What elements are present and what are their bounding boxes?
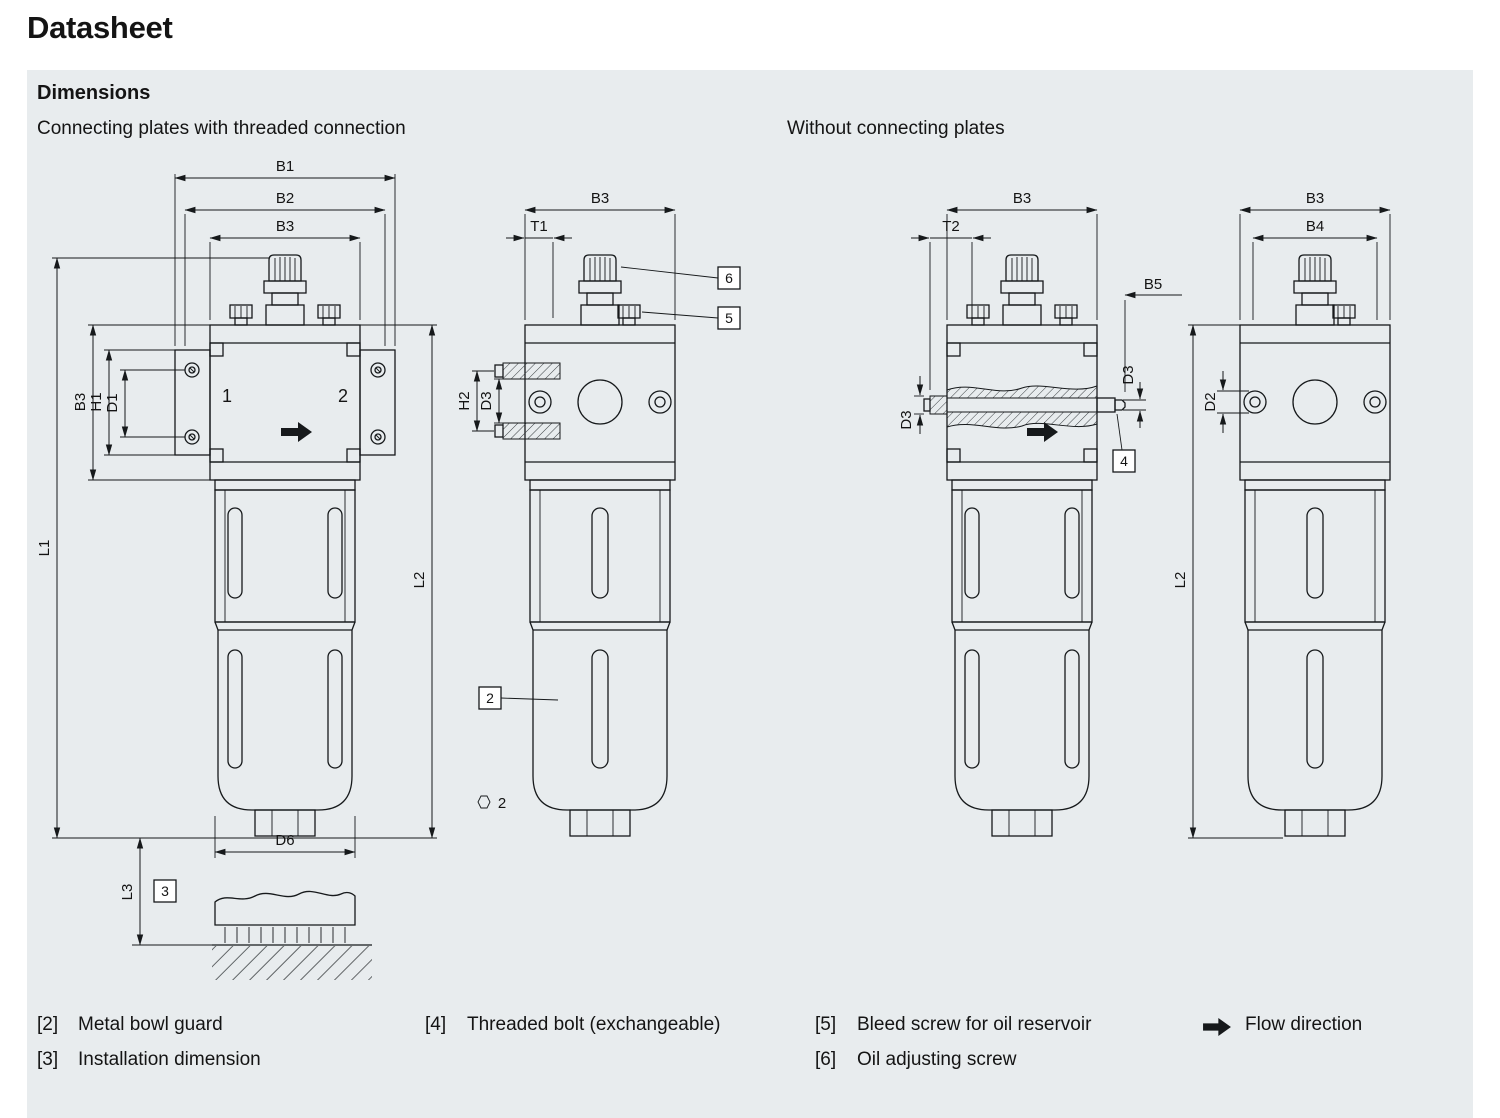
legend-label-flow-direction: Flow direction bbox=[1245, 1014, 1363, 1035]
oil-adjusting-knob bbox=[1293, 254, 1337, 326]
callout-box-5 bbox=[717, 306, 741, 330]
legend-ref-6: [6] bbox=[815, 1049, 837, 1070]
wrench-size-symbol bbox=[477, 795, 491, 809]
callout-box-2 bbox=[478, 686, 502, 710]
figure-without-plates-front: B3 T2 B5 D3 D3 4 bbox=[898, 190, 1182, 837]
legend-ref-2: [2] bbox=[37, 1014, 59, 1035]
figure-with-plates-side: B3 T1 H2 D3 6 5 2 2 bbox=[456, 190, 741, 837]
metal-bowl-guard bbox=[951, 479, 1093, 837]
legend-ref-5: [5] bbox=[815, 1014, 837, 1035]
bleed-screw-knob bbox=[317, 304, 341, 326]
subheading-without-plates: Without connecting plates bbox=[787, 118, 1005, 139]
dim-label-l3: L3 bbox=[119, 884, 136, 901]
bleed-screw-knob bbox=[1054, 304, 1078, 326]
legend-label-metal-bowl-guard: Metal bowl guard bbox=[78, 1014, 223, 1035]
threaded-stud bbox=[502, 422, 561, 440]
dim-label-d3-right: D3 bbox=[1120, 365, 1137, 384]
threaded-stud bbox=[929, 395, 948, 415]
plate-screw bbox=[370, 362, 386, 378]
callout-label-5: 5 bbox=[725, 310, 733, 326]
connecting-plate-right bbox=[359, 349, 396, 456]
dim-label-b5: B5 bbox=[1144, 276, 1162, 293]
legend-ref-4: [4] bbox=[425, 1014, 447, 1035]
dim-label-b4: B4 bbox=[1306, 218, 1324, 235]
oil-adjusting-knob bbox=[263, 254, 307, 326]
flow-direction-arrow bbox=[281, 422, 312, 442]
connecting-plate-left bbox=[174, 349, 211, 456]
dim-label-d2: D2 bbox=[1202, 392, 1219, 411]
legend-label-installation-dimension: Installation dimension bbox=[78, 1049, 261, 1070]
dim-label-b1: B1 bbox=[276, 158, 294, 175]
wrench-size-value: 2 bbox=[498, 795, 506, 812]
callout-box-4 bbox=[1112, 449, 1136, 473]
threaded-stud-tip bbox=[494, 364, 504, 378]
threaded-stud bbox=[502, 362, 561, 380]
section-heading: Dimensions bbox=[37, 82, 151, 104]
dim-label-b3-left: B3 bbox=[72, 393, 89, 411]
metal-bowl-guard bbox=[1244, 479, 1386, 837]
dim-label-l2: L2 bbox=[411, 572, 428, 589]
dim-label-d3: D3 bbox=[478, 391, 495, 410]
dimension-drawings: 1 2 B1 B2 B3 L1 B3 H1 D1 L2 bbox=[36, 158, 1391, 980]
lubricator-body bbox=[524, 324, 676, 481]
dim-label-l2-right: L2 bbox=[1172, 572, 1189, 589]
plate-screw bbox=[184, 429, 200, 445]
threaded-stud-tip bbox=[923, 398, 931, 412]
subheading-with-plates: Connecting plates with threaded connecti… bbox=[37, 118, 406, 139]
plate-screw bbox=[184, 362, 200, 378]
port-label-2: 2 bbox=[338, 386, 348, 406]
callout-label-4: 4 bbox=[1120, 453, 1128, 469]
bleed-screw-knob bbox=[229, 304, 253, 326]
threaded-bolt-tip bbox=[1114, 399, 1126, 411]
dim-label-t1: T1 bbox=[530, 218, 548, 235]
section-hatch-upper bbox=[946, 385, 1098, 399]
lubricator-body bbox=[1239, 324, 1391, 481]
lubricator-body bbox=[946, 324, 1098, 481]
bleed-screw-knob bbox=[617, 304, 641, 326]
page-title: Datasheet bbox=[27, 10, 173, 45]
mounting-surface bbox=[132, 890, 372, 980]
metal-bowl-guard bbox=[529, 479, 671, 837]
oil-adjusting-knob bbox=[1000, 254, 1044, 326]
dim-label-b3: B3 bbox=[591, 190, 609, 207]
metal-bowl-guard bbox=[214, 479, 356, 837]
dim-label-h1: H1 bbox=[88, 392, 105, 411]
port-label-1: 1 bbox=[222, 386, 232, 406]
dim-label-b3: B3 bbox=[1306, 190, 1324, 207]
dim-label-d1: D1 bbox=[104, 393, 121, 412]
dim-label-l1: L1 bbox=[36, 540, 53, 557]
bleed-screw-knob bbox=[1332, 304, 1356, 326]
dim-label-b3: B3 bbox=[1013, 190, 1031, 207]
dim-label-h2: H2 bbox=[456, 391, 473, 410]
ground-hatch bbox=[212, 946, 372, 980]
dim-label-d3-left: D3 bbox=[898, 410, 915, 429]
legend-label-threaded-bolt: Threaded bolt (exchangeable) bbox=[467, 1014, 721, 1035]
callout-label-6: 6 bbox=[725, 270, 733, 286]
threaded-bolt bbox=[1096, 397, 1116, 413]
dim-label-d6: D6 bbox=[275, 832, 294, 849]
dim-label-t2: T2 bbox=[942, 218, 960, 235]
legend-ref-3: [3] bbox=[37, 1049, 59, 1070]
figure-with-plates-front: 1 2 B1 B2 B3 L1 B3 H1 D1 L2 bbox=[36, 158, 437, 980]
callout-label-3: 3 bbox=[161, 883, 169, 899]
callout-box-6 bbox=[717, 266, 741, 290]
bleed-screw-knob bbox=[966, 304, 990, 326]
figure-without-plates-side: B3 B4 D2 L2 bbox=[1172, 190, 1391, 839]
callout-box-3 bbox=[153, 879, 177, 903]
threaded-stud-tip bbox=[494, 424, 504, 438]
dim-label-b2: B2 bbox=[276, 190, 294, 207]
flow-direction-arrow-icon bbox=[1203, 1018, 1231, 1036]
dim-label-b3: B3 bbox=[276, 218, 294, 235]
callout-label-2: 2 bbox=[486, 690, 494, 706]
oil-adjusting-knob bbox=[578, 254, 622, 326]
legend-label-bleed-screw: Bleed screw for oil reservoir bbox=[857, 1014, 1092, 1035]
plate-screw bbox=[370, 429, 386, 445]
dimensions-panel bbox=[27, 70, 1473, 1118]
section-hatch-lower bbox=[946, 411, 1098, 429]
legend-label-oil-adjusting-screw: Oil adjusting screw bbox=[857, 1049, 1017, 1070]
